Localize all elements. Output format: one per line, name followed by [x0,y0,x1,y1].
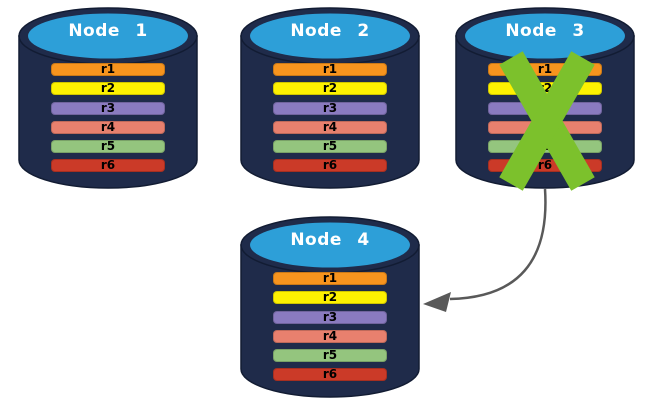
replica-bar-r5: r5 [273,348,387,363]
replica-label: r2 [100,81,116,96]
node-title: Node 4 [290,230,370,250]
arrow-curve [449,188,547,301]
cylinder-top [250,222,410,268]
replica-bar-r2: r2 [51,81,165,96]
replica-bar-r1: r1 [51,63,165,76]
replica-label: r6 [537,158,553,173]
replica-label: r5 [322,348,338,363]
replica-bar-r6: r6 [51,158,165,173]
replica-label: r6 [322,367,338,382]
replica-list: r1 r2 r3 r4 r5 r6 [51,63,165,173]
replica-bar-r6: r6 [273,158,387,173]
replica-label: r4 [322,119,338,134]
replica-list: r1 r2 r3 r4 r5 r6 [273,63,387,173]
arrow-head-icon [423,292,451,312]
replica-bar-r3: r3 [273,100,387,115]
replica-bar-r5: r5 [51,139,165,154]
node-title: Node 3 [505,21,585,41]
node-3: Node 3 r1 r2 r3 r4 r5 r6 [455,7,635,191]
replica-label: r1 [100,62,116,76]
replica-label: r2 [322,81,338,96]
replica-bar-r1: r1 [273,63,387,76]
replica-bar-r2: r2 [273,290,387,305]
replica-label: r6 [322,158,338,173]
failure-x-icon [499,51,595,191]
replica-label: r1 [537,62,553,76]
replica-bar-r4: r4 [51,119,165,134]
replica-label: r1 [322,271,338,285]
replica-label: r2 [322,290,338,305]
replica-bar-r4: r4 [273,328,387,343]
node-4: Node 4 r1 r2 r3 r4 r5 r6 [240,216,420,398]
replica-label: r3 [322,309,338,324]
replica-label: r3 [100,100,116,115]
node-2: Node 2 r1 r2 r3 r4 r5 r6 [240,7,420,189]
replica-label: r4 [100,119,116,134]
node-1: Node 1 r1 r2 r3 r4 r5 r6 [18,7,198,189]
replica-label: r6 [100,158,116,173]
replica-bar-r6: r6 [273,367,387,382]
replica-bar-r3: r3 [273,309,387,324]
node-title: Node 1 [68,21,148,41]
replica-bar-r5: r5 [273,139,387,154]
node-title: Node 2 [290,21,370,41]
replica-list: r1 r2 r3 r4 r5 r6 [273,272,387,382]
replica-label: r3 [322,100,338,115]
replica-label: r5 [322,139,338,154]
cylinder-top [250,13,410,59]
replica-label: r5 [100,139,116,154]
cylinder-top [28,13,188,59]
replica-bar-r1: r1 [273,272,387,285]
replica-bar-r2: r2 [273,81,387,96]
replica-label: r4 [322,328,338,343]
replica-bar-r4: r4 [273,119,387,134]
replica-label: r1 [322,62,338,76]
replica-bar-r3: r3 [51,100,165,115]
cylinder-top [465,13,625,59]
